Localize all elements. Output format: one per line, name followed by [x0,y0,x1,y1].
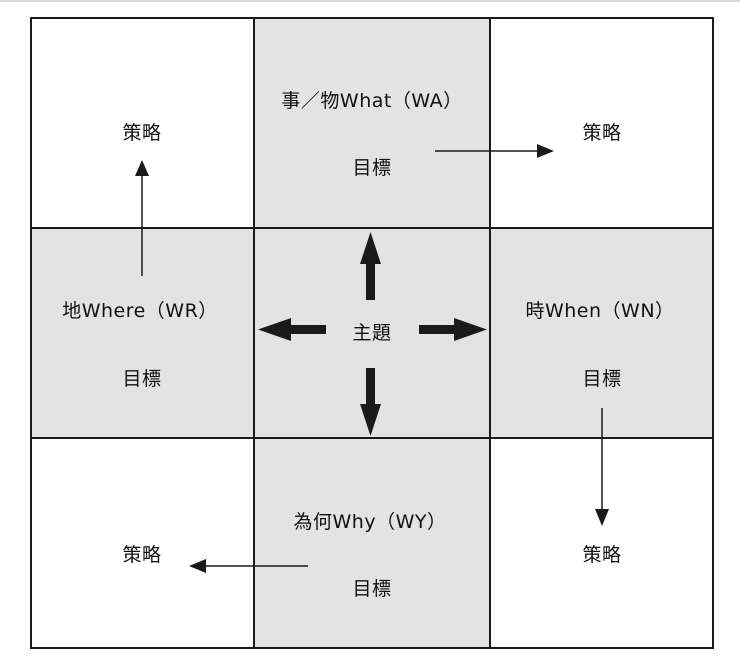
top-goal: 目標 [352,157,392,179]
cell-middle-right [490,228,712,438]
grid-line-v2 [489,17,491,649]
strategy-top-right: 策略 [582,122,622,144]
strategy-top-left: 策略 [122,122,162,144]
center-label: 主題 [352,322,392,344]
cell-bottom-center [254,438,490,647]
cell-bottom-left [32,438,254,647]
top-title: 事／物What（WA） [281,90,463,112]
grid-line-h1 [30,227,714,229]
cell-top-left [32,19,254,228]
strategy-bottom-right: 策略 [582,544,622,566]
bottom-title: 為何Why（WY） [293,511,447,533]
cell-top-center [254,19,490,228]
grid-outer-border [30,17,714,649]
left-goal: 目標 [122,368,162,390]
right-title: 時When（WN） [525,300,675,322]
grid-line-v1 [253,17,255,649]
right-goal: 目標 [582,368,622,390]
left-title: 地Where（WR） [62,300,218,322]
top-border-line [0,0,740,2]
cell-middle-left [32,228,254,438]
cell-top-right [490,19,712,228]
bottom-goal: 目標 [352,578,392,600]
strategy-bottom-left: 策略 [122,544,162,566]
cell-bottom-right [490,438,712,647]
grid-line-h2 [30,437,714,439]
